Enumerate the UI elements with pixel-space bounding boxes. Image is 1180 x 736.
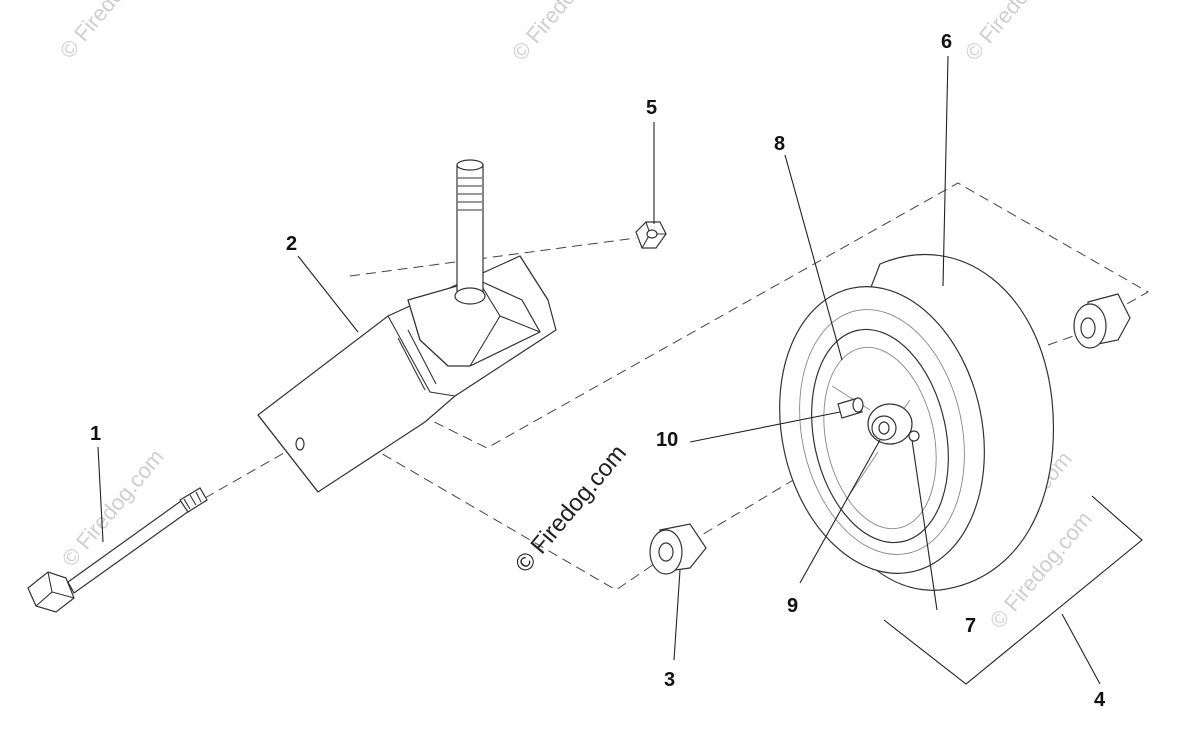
callout-2: 2 xyxy=(286,233,297,255)
wheel-assembly xyxy=(779,254,1054,591)
watermark-main: © Firedog.com xyxy=(510,440,632,578)
callouts: 1 2 3 4 5 6 7 8 9 10 xyxy=(90,31,1106,711)
spacer-part xyxy=(649,523,707,575)
callout-1: 1 xyxy=(90,423,101,445)
callout-10: 10 xyxy=(656,429,678,451)
bushing-part xyxy=(1073,293,1131,349)
caster-fork-part xyxy=(257,159,557,493)
watermark-tile: © Firedog.com xyxy=(55,0,167,63)
bolt-part xyxy=(27,487,208,613)
callout-9: 9 xyxy=(787,595,798,617)
callout-7: 7 xyxy=(965,615,976,637)
callout-6: 6 xyxy=(941,31,952,53)
assembly-bracket xyxy=(883,495,1143,685)
watermark-tile: © Firedog.com xyxy=(960,0,1072,65)
watermark-tile: © Firedog.com xyxy=(507,0,619,65)
callout-8: 8 xyxy=(774,133,785,155)
leader-lines xyxy=(97,55,1101,685)
callout-3: 3 xyxy=(664,669,675,691)
nut-part xyxy=(635,221,667,249)
callout-5: 5 xyxy=(646,97,657,119)
callout-4: 4 xyxy=(1094,689,1106,711)
